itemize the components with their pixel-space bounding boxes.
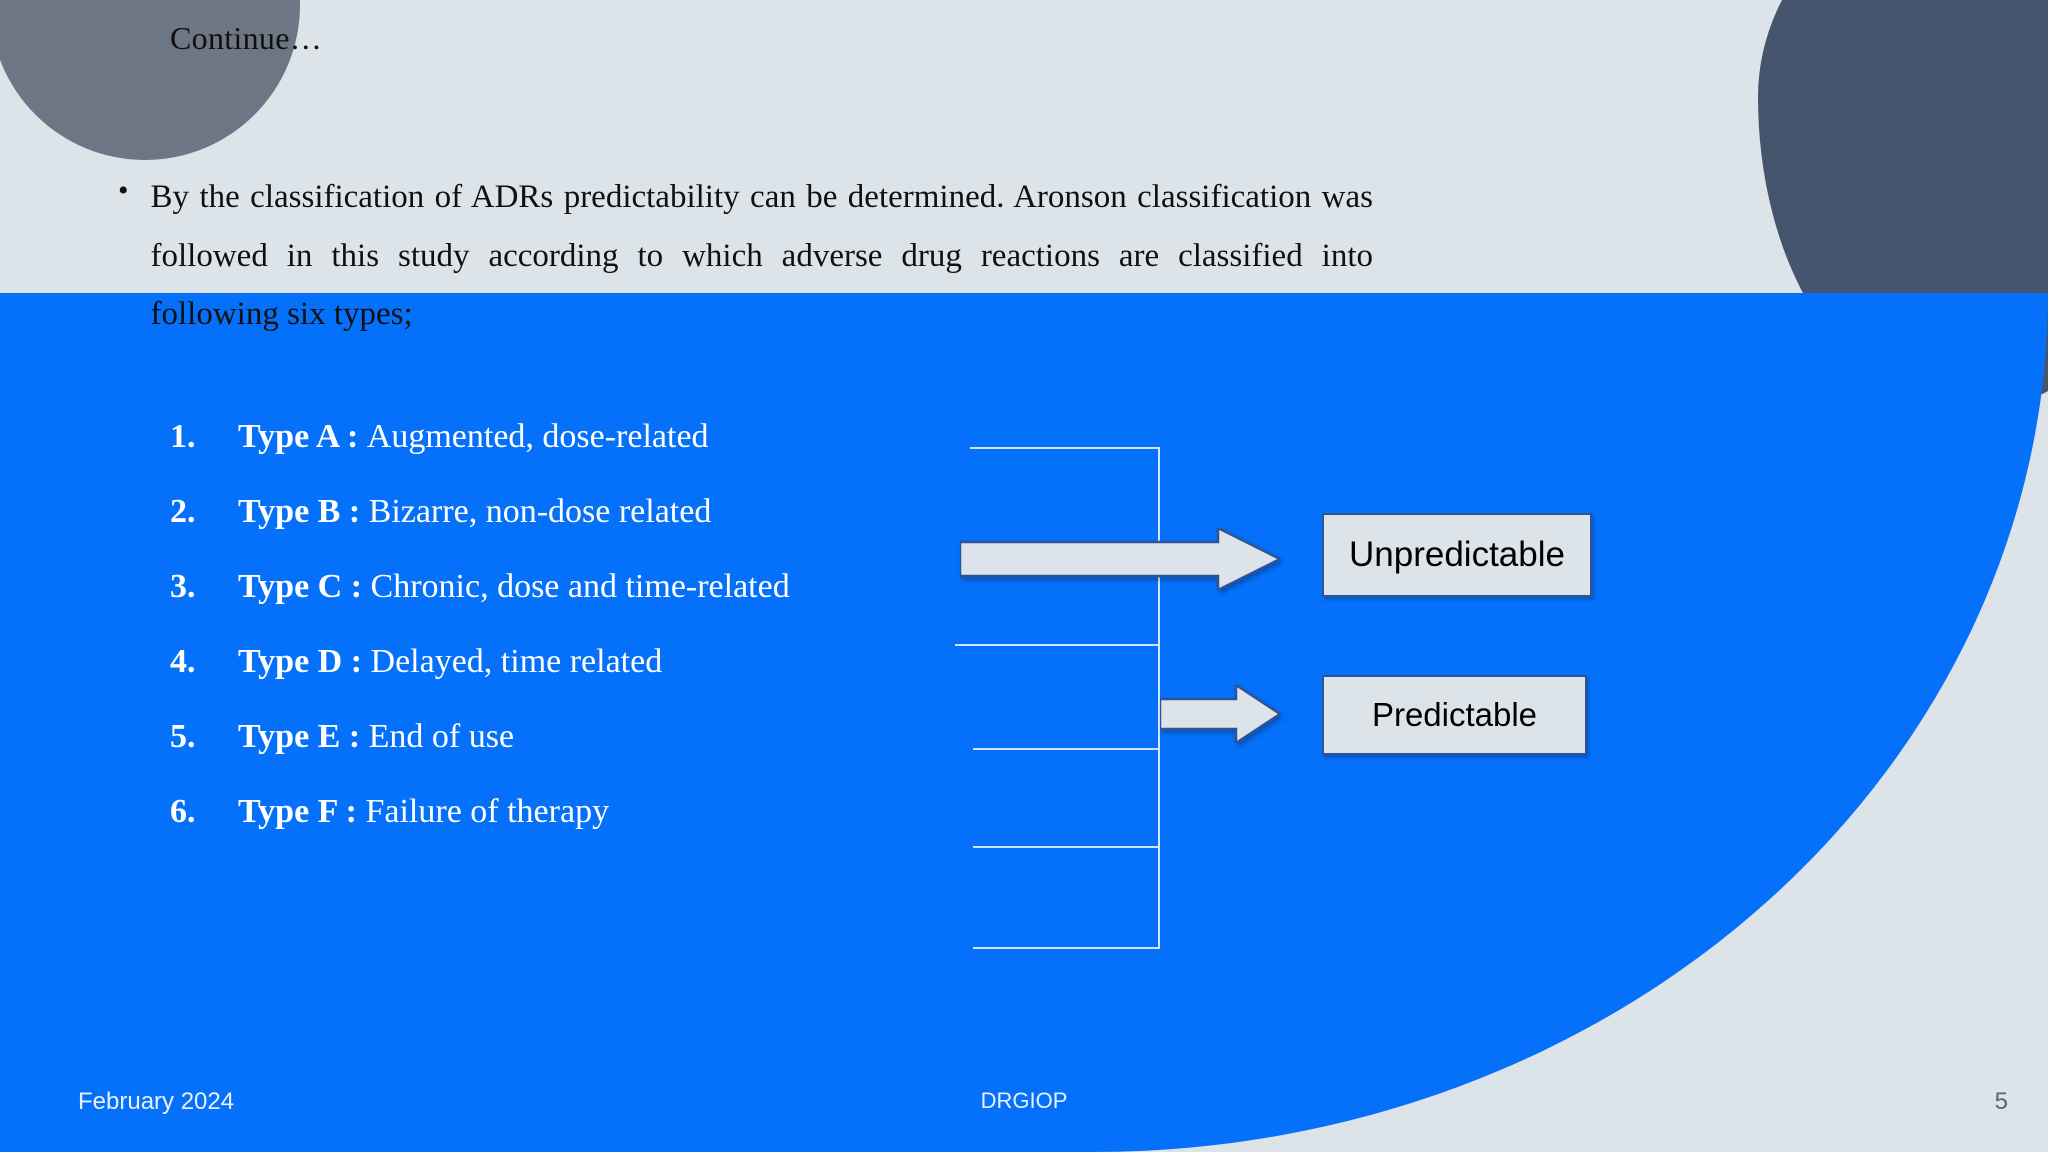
bracket-line-type-f (973, 947, 1160, 949)
list-item-label: Type A : (238, 418, 367, 455)
list-item-description: Bizarre, non-dose related (368, 493, 712, 530)
list-item-label: Type F : (238, 793, 366, 830)
adr-type-list: 1. Type A : Augmented, dose-related 2. T… (170, 418, 1000, 868)
page-title: Continue… (170, 20, 323, 56)
list-item-number: 2. (170, 493, 196, 530)
bracket-line-type-d (973, 748, 1160, 750)
bullet-glyph-icon: • (118, 174, 129, 207)
list-item-number: 3. (170, 568, 196, 605)
intro-bullet-block: • By the classification of ADRs predicta… (118, 168, 1373, 344)
list-item[interactable]: 6. Type F : Failure of therapy (170, 793, 1000, 868)
list-item-description: Failure of therapy (365, 793, 610, 830)
intro-paragraph: By the classification of ADRs predictabi… (150, 179, 1373, 333)
list-item-label: Type E : (238, 718, 369, 755)
list-item-number: 6. (170, 793, 196, 830)
list-item-description: Delayed, time related (370, 643, 663, 680)
list-item-number: 4. (170, 643, 196, 680)
list-item[interactable]: 4. Type D : Delayed, time related (170, 643, 1000, 718)
list-item-description: End of use (368, 718, 515, 755)
outcome-box-predictable-label: Predictable (1371, 696, 1538, 733)
list-item-description: Augmented, dose-related (366, 418, 709, 455)
bracket-line-type-a (970, 447, 1160, 449)
list-item[interactable]: 2. Type B : Bizarre, non-dose related (170, 493, 1000, 568)
list-item-number: 1. (170, 418, 196, 455)
list-item[interactable]: 1. Type A : Augmented, dose-related (170, 418, 1000, 493)
footer-organization: DRGIOP (980, 1088, 1068, 1113)
list-item-label: Type D : (238, 643, 371, 680)
list-item-description: Chronic, dose and time-related (370, 568, 790, 605)
outcome-box-predictable[interactable]: Predictable (1322, 675, 1587, 755)
list-item-label: Type B : (238, 493, 369, 530)
bracket-spine-line (1158, 447, 1160, 949)
arrow-to-unpredictable-icon (960, 528, 1280, 590)
slide-header: Continue… • By the classification of ADR… (0, 0, 2048, 332)
bracket-line-type-e (973, 846, 1160, 848)
arrow-to-predictable-icon (1160, 685, 1280, 743)
outcome-box-unpredictable-label: Unpredictable (1349, 535, 1565, 574)
footer-date: February 2024 (78, 1088, 235, 1115)
bracket-line-type-c (955, 644, 1160, 646)
list-item-label: Type C : (238, 568, 371, 605)
list-item-number: 5. (170, 718, 196, 755)
outcome-box-unpredictable[interactable]: Unpredictable (1322, 513, 1592, 597)
list-item[interactable]: 5. Type E : End of use (170, 718, 1000, 793)
footer-page-number: 5 (1994, 1088, 2008, 1115)
list-item[interactable]: 3. Type C : Chronic, dose and time-relat… (170, 568, 1000, 643)
